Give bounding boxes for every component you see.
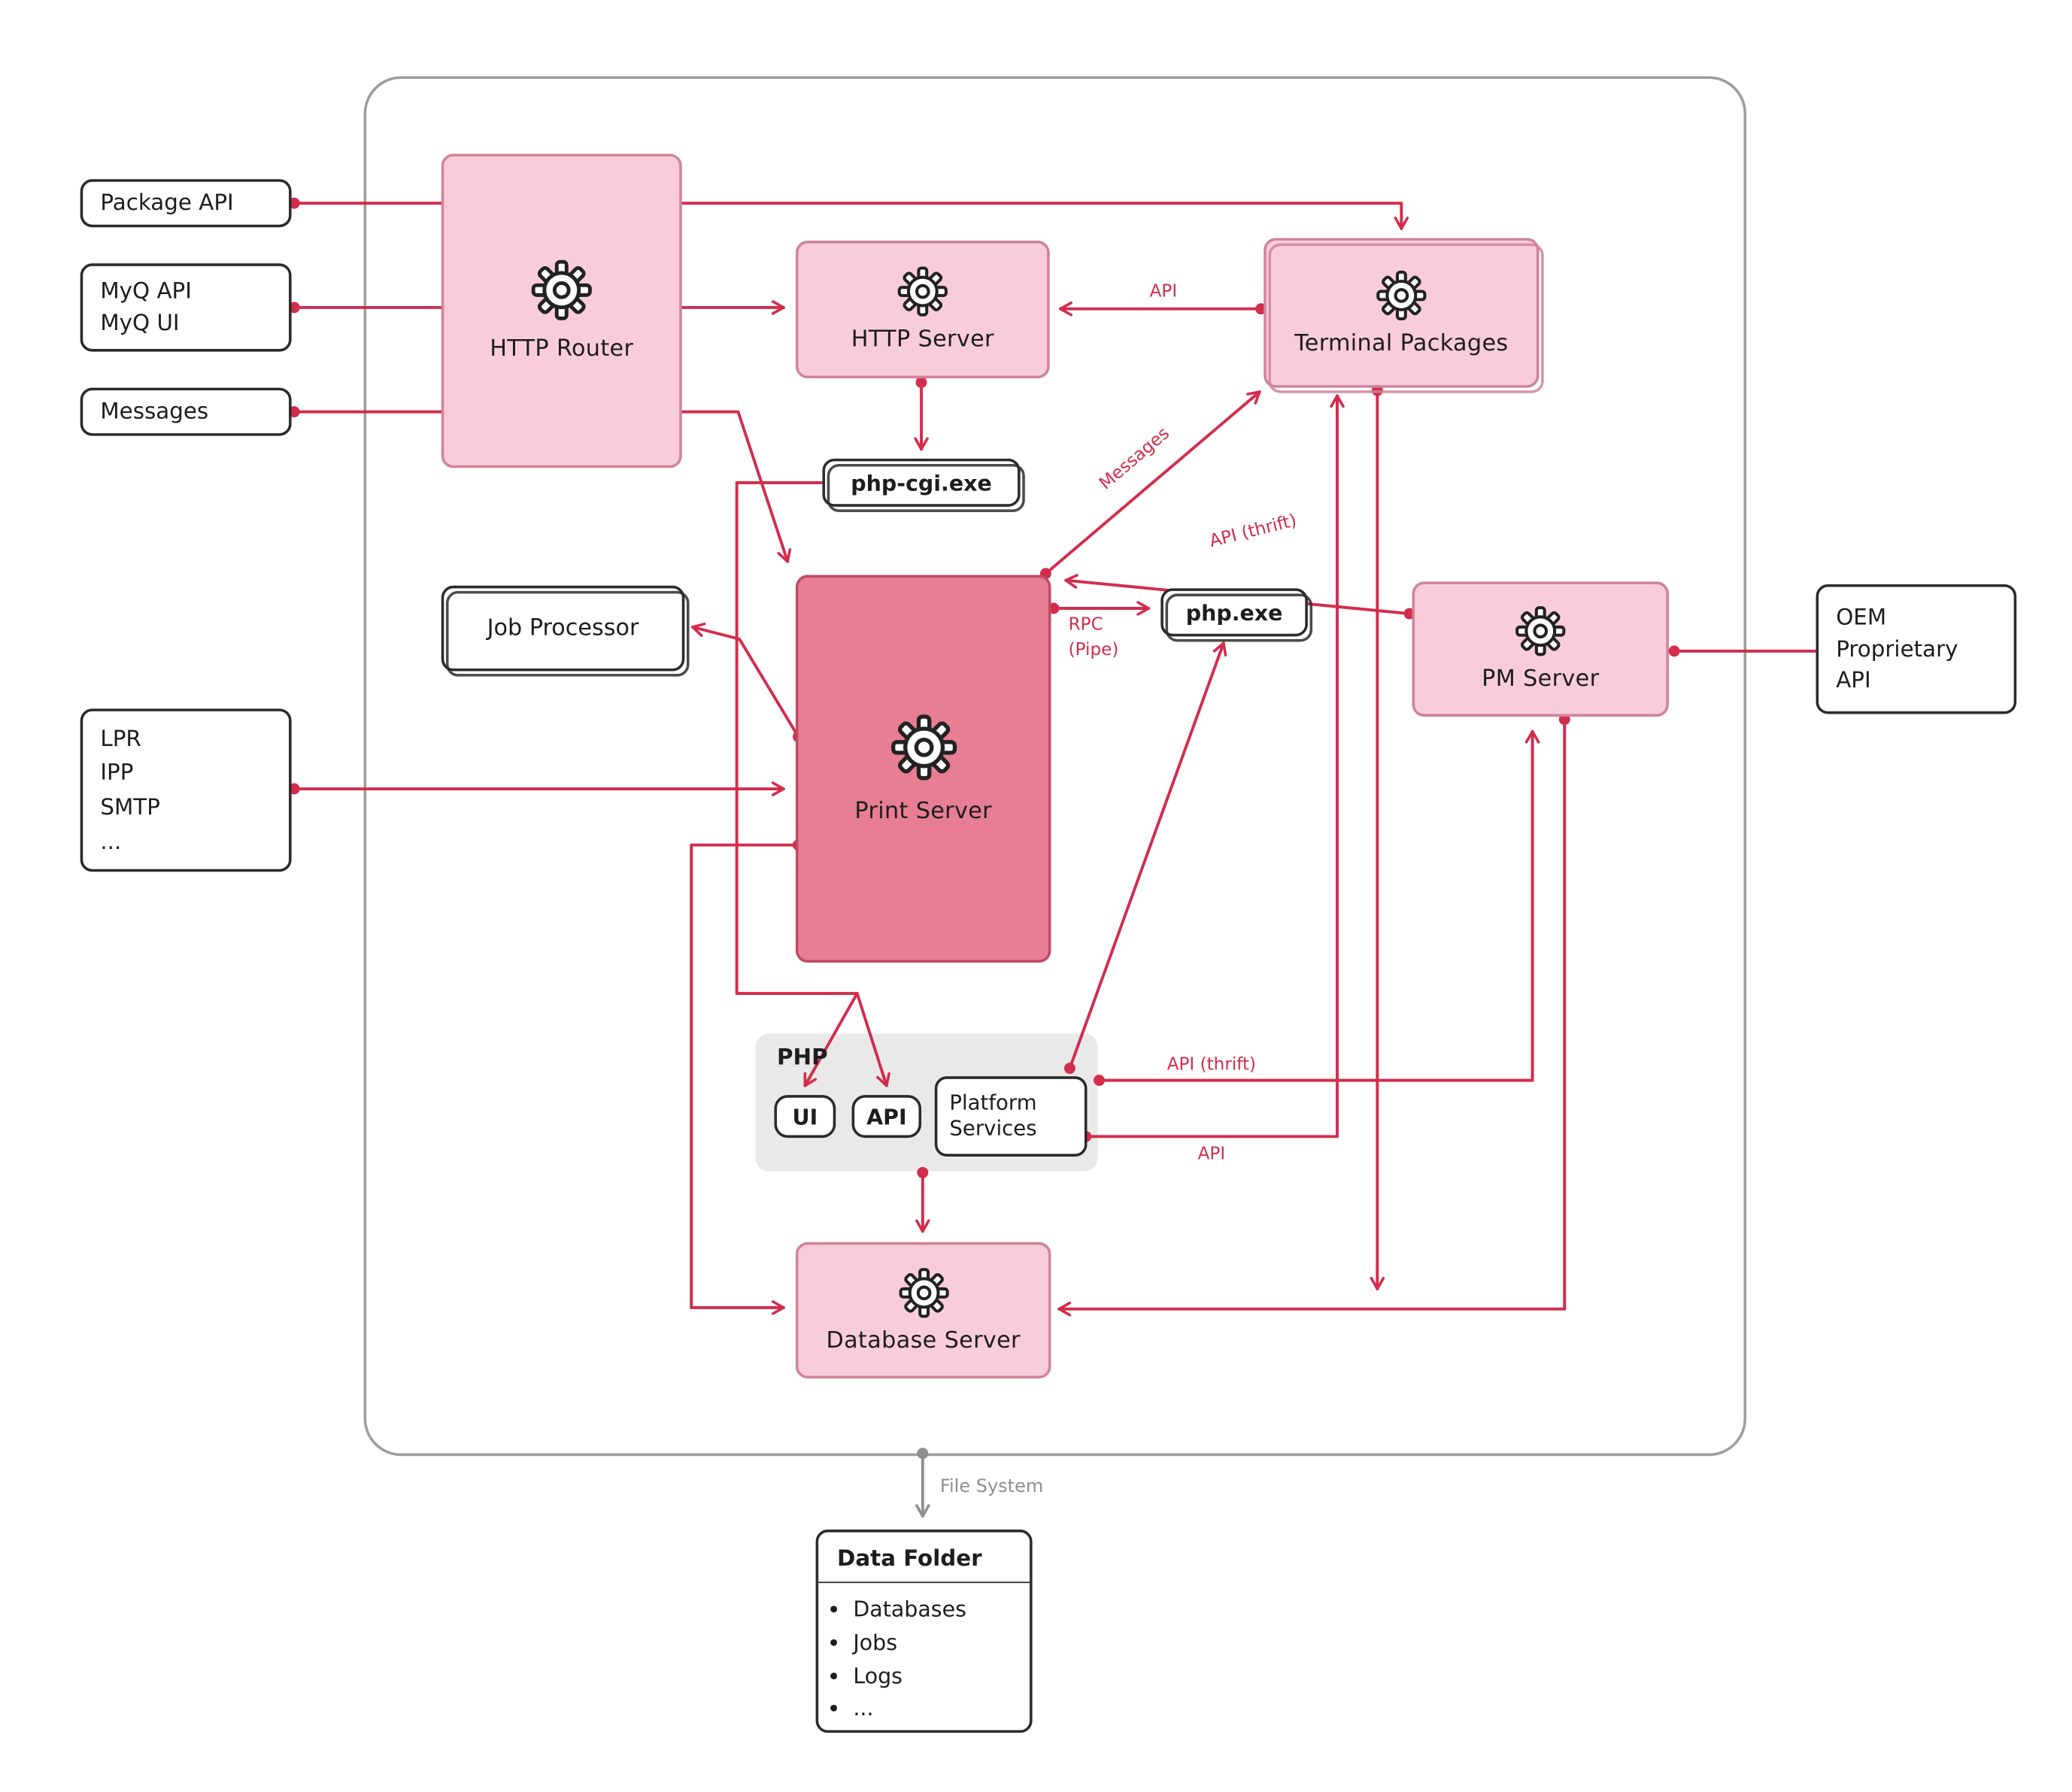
print-server-label: Print Server: [854, 797, 992, 825]
node-pm-server: PM Server: [1412, 581, 1669, 717]
file-system-label: File System: [940, 1475, 1043, 1496]
php-exe-label: php.exe: [1185, 599, 1283, 626]
oem-line-1: OEM: [1836, 603, 1887, 629]
php-cgi-label: php-cgi.exe: [851, 469, 992, 496]
package-api-label: Package API: [100, 189, 234, 215]
node-php-ui: UI: [774, 1095, 836, 1139]
node-http-router: HTTP Router: [441, 153, 682, 468]
node-print-server: Print Server: [795, 575, 1051, 963]
gear-icon: [898, 1267, 948, 1317]
node-database-server: Database Server: [795, 1242, 1051, 1379]
node-data-folder: Data Folder Databases Jobs Logs ...: [815, 1530, 1033, 1733]
http-server-label: HTTP Server: [851, 326, 994, 353]
data-folder-item: Jobs: [853, 1627, 1018, 1660]
node-terminal-packages: Terminal Packages: [1264, 238, 1540, 388]
protocol-smtp: SMTP: [100, 794, 160, 820]
pm-server-label: PM Server: [1482, 666, 1600, 693]
myq-api-label: MyQ API: [100, 277, 192, 304]
job-processor-label: Job Processor: [487, 614, 639, 642]
gear-icon: [1515, 606, 1566, 656]
protocol-more: ...: [100, 828, 122, 854]
data-folder-list: Databases Jobs Logs ...: [818, 1593, 1030, 1726]
data-folder-item: ...: [853, 1693, 1018, 1727]
php-api-label: API: [866, 1103, 907, 1129]
gear-icon: [890, 714, 957, 780]
external-myq: MyQ API MyQ UI: [80, 263, 292, 352]
http-router-label: HTTP Router: [490, 335, 634, 362]
protocol-lpr: LPR: [100, 726, 141, 752]
data-folder-title: Data Folder: [837, 1545, 982, 1572]
node-platform-services: Platform Services: [934, 1076, 1088, 1157]
gear-icon: [897, 266, 948, 317]
messages-label: Messages: [100, 398, 209, 423]
php-group-label: PHP: [777, 1044, 828, 1070]
system-boundary-frame: [363, 76, 1747, 1457]
gear-icon: [1376, 269, 1427, 320]
external-messages: Messages: [80, 387, 292, 436]
platform-services-label: Platform Services: [949, 1091, 1037, 1141]
myq-ui-label: MyQ UI: [100, 310, 180, 336]
node-php-exe: php.exe: [1160, 588, 1308, 637]
node-php-cgi: php-cgi.exe: [822, 458, 1021, 507]
database-server-label: Database Server: [826, 1327, 1021, 1354]
node-job-processor: Job Processor: [441, 585, 685, 672]
node-php-api: API: [851, 1095, 922, 1139]
node-http-server: HTTP Server: [795, 241, 1050, 379]
php-ui-label: UI: [792, 1103, 818, 1129]
terminal-packages-label: Terminal Packages: [1294, 329, 1509, 356]
gear-icon: [531, 259, 592, 320]
external-protocols: LPR IPP SMTP ...: [80, 708, 292, 872]
oem-line-2: Proprietary: [1836, 635, 1958, 662]
external-package-api: Package API: [80, 179, 292, 228]
protocol-ipp: IPP: [100, 760, 134, 786]
oem-line-3: API: [1836, 668, 1871, 693]
data-folder-item: Databases: [853, 1593, 1018, 1627]
external-oem-api: OEM Proprietary API: [1816, 584, 2017, 714]
data-folder-item: Logs: [853, 1660, 1018, 1693]
data-folder-divider: [818, 1581, 1030, 1584]
